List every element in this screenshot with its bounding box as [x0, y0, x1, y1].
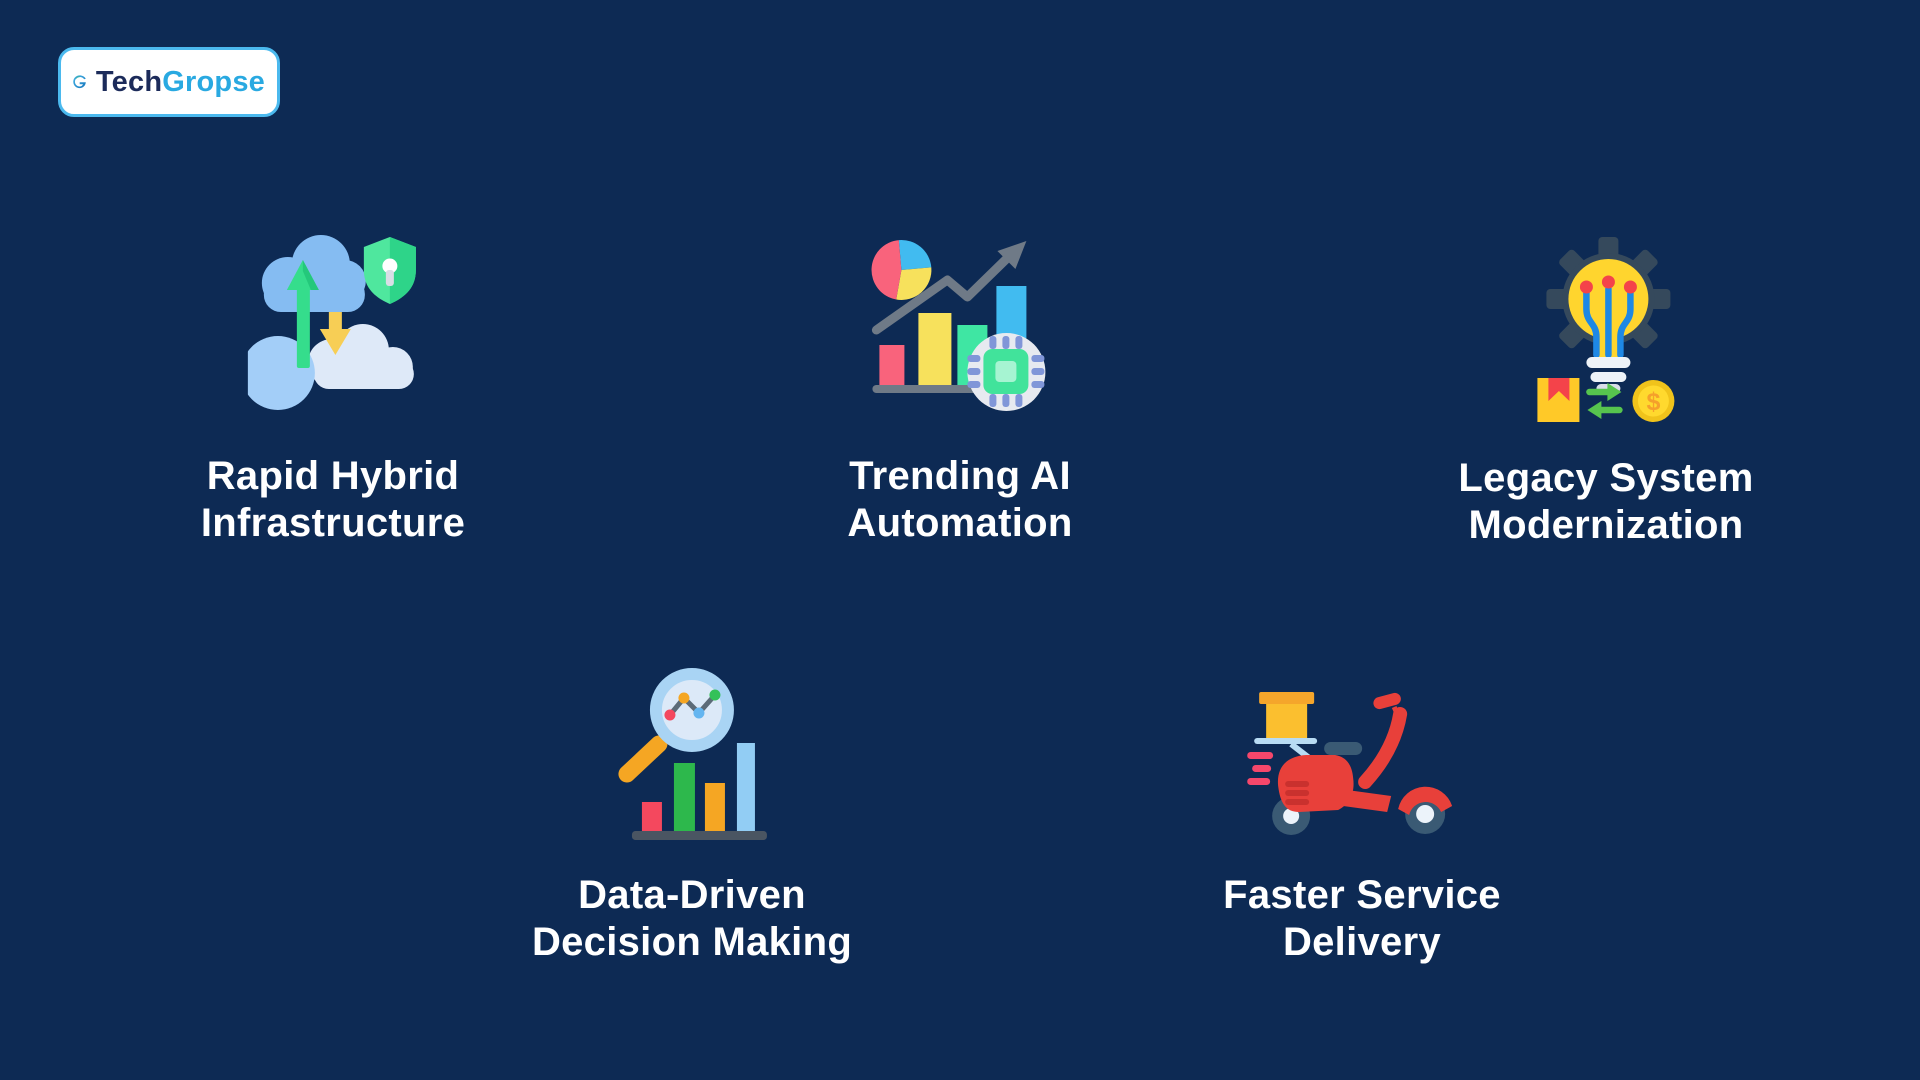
light-cloud-shape	[307, 324, 414, 389]
ai-automation-chart-icon	[871, 239, 1045, 411]
feature-legacy-system-modernization: $ Legacy System Modernization	[1458, 237, 1753, 549]
brand-logo: TechGropse	[58, 47, 280, 117]
brand-name-tech: Tech	[95, 65, 163, 98]
brand-name: TechGropse	[96, 66, 265, 99]
floorboard-shape	[1343, 790, 1392, 812]
line-chart-shape	[664, 689, 721, 721]
hybrid-cloud-icon	[247, 235, 416, 410]
pie-chart-shape	[871, 239, 932, 300]
seat-shape	[1324, 742, 1363, 755]
chart-baseline-shape	[872, 385, 979, 393]
front-fender-shape	[1398, 786, 1453, 815]
brand-name-gropse: Gropse	[162, 65, 265, 98]
feature-label: Faster Service Delivery	[1223, 873, 1501, 964]
dollar-glyph: $	[1646, 388, 1660, 416]
circuit-lines-shape	[1582, 285, 1634, 359]
fork-column-shape	[1358, 707, 1408, 789]
cpu-chip-icon	[967, 333, 1045, 411]
lightbulb-gear-icon: $	[1536, 237, 1674, 422]
dollar-coin-icon: $	[1631, 380, 1674, 422]
bar-chart-shape	[632, 743, 767, 840]
feature-trending-ai-automation: Trending AI Automation	[847, 233, 1072, 547]
feature-label: Legacy System Modernization	[1458, 456, 1754, 547]
circuit-dots-shape	[1579, 275, 1637, 294]
magnifier-lens-shape	[650, 668, 734, 752]
feature-rapid-hybrid-infrastructure: Rapid Hybrid Infrastructure	[201, 225, 465, 547]
delivery-box-icon	[1259, 692, 1315, 738]
trend-arrow-shape	[871, 241, 1026, 335]
magnifier-bar-chart-icon	[618, 668, 767, 840]
upper-cloud-shape	[261, 235, 366, 312]
techgropse-g-icon	[73, 75, 86, 89]
speed-lines-shape	[1247, 752, 1274, 785]
mirror-shape	[1373, 692, 1402, 718]
feature-label: Rapid Hybrid Infrastructure	[200, 454, 466, 545]
delivery-scooter-icon	[1247, 692, 1453, 835]
security-shield-icon	[363, 237, 416, 304]
exchange-arrows-icon	[1585, 383, 1623, 419]
magnifier-handle-shape	[618, 735, 668, 783]
feature-label: Trending AI Automation	[847, 454, 1073, 545]
upload-arrow-icon	[286, 260, 319, 368]
lightbulb-shape	[1567, 259, 1648, 393]
feature-label: Data-Driven Decision Making	[531, 873, 853, 964]
package-box-icon	[1536, 378, 1579, 422]
feature-data-driven-decision-making: Data-Driven Decision Making	[532, 658, 852, 966]
scooter-body-shape	[1278, 755, 1354, 812]
feature-faster-service-delivery: Faster Service Delivery	[1223, 692, 1501, 966]
